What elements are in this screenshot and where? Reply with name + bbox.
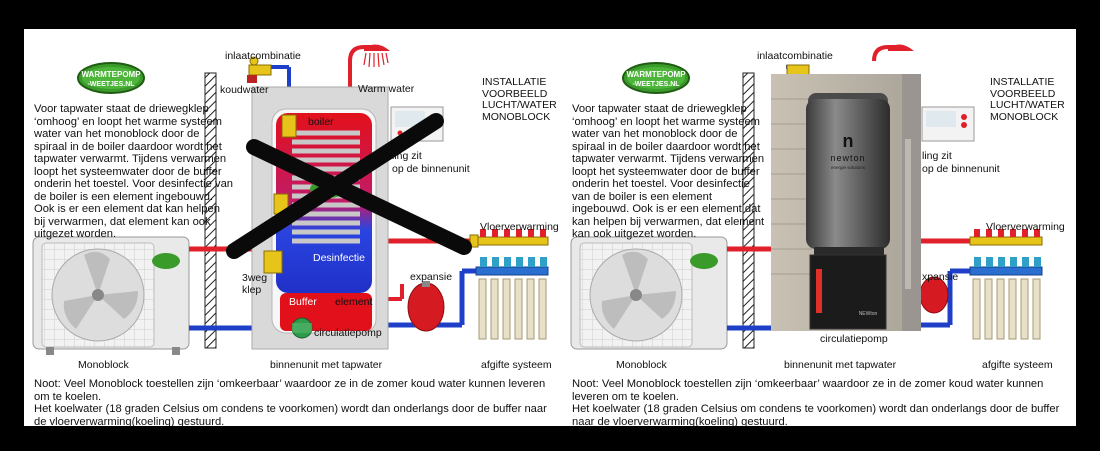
label-warm-water: Warm water (358, 83, 415, 95)
installation-title-line: VOORBEELD (990, 87, 1056, 100)
monoblock-unit (32, 236, 190, 355)
label-klep: klep (242, 284, 261, 296)
inlet-valve (247, 56, 272, 83)
label-circulatiepomp: circulatiepomp (820, 333, 888, 345)
newton-tagline: energie solutions (831, 165, 866, 170)
label-inlaatcombinatie: inlaatcombinatie (225, 50, 301, 62)
label-expansie: xpansie (922, 271, 958, 283)
logo-line1: WARMTEPOMP (81, 70, 141, 79)
installation-title: INSTALLATIE VOORBEELD LUCHT/WATER MONOBL… (482, 76, 557, 123)
diagram-panel-right: n newton energie solutions NEWton inlaat… (562, 29, 1076, 426)
installation-title-line: LUCHT/WATER (990, 99, 1065, 111)
circulation-pump (291, 317, 313, 339)
installation-title-line: LUCHT/WATER (482, 99, 557, 111)
intro-text: Voor tapwater staat de driewegklep ‘omho… (572, 103, 765, 240)
label-vloerverwarming: Vloerverwarming (986, 221, 1065, 233)
label-koudwater: koudwater (220, 84, 269, 96)
label-binnenunit: binnenunit met tapwater (784, 359, 897, 371)
label-vloerverwarming: Vloerverwarming (480, 221, 559, 233)
label-boiler: boiler (308, 116, 334, 128)
label-driewegklep: 3weg (242, 272, 267, 284)
label-monoblock: Monoblock (616, 359, 668, 371)
wall (742, 72, 755, 349)
label-expansie: expansie (410, 271, 452, 283)
logo-line2: -WEETJES.NL (632, 81, 680, 88)
floor-heating-manifold (469, 229, 549, 340)
label-monoblock: Monoblock (78, 359, 130, 371)
label-binnenunit: binnenunit met tapwater (270, 359, 383, 371)
label-circulatiepomp: circulatiepomp (314, 327, 382, 339)
boiler-sensor (281, 114, 297, 138)
logo-line2: -WEETJES.NL (87, 81, 135, 88)
installation-title-line: INSTALLATIE (482, 76, 547, 88)
floor-heating-manifold (969, 229, 1043, 340)
expansion-vessel (407, 281, 445, 332)
inlet-valve (786, 64, 810, 76)
three-way-valve (263, 250, 283, 274)
label-element: element (335, 296, 372, 308)
installation-title-line: MONOBLOCK (482, 110, 551, 123)
shower-icon (872, 44, 914, 62)
newton-logo-glyph: n (843, 131, 854, 151)
label-inlaatcombinatie: inlaatcombinatie (757, 50, 833, 62)
note-text: Noot: Veel Monoblock toestellen zijn ‘om… (34, 378, 554, 426)
label-afgifte: afgifte systeem (982, 359, 1053, 371)
wall (204, 72, 217, 349)
control-display (921, 106, 975, 142)
label-regeling: ling zit (922, 150, 952, 162)
newton-unit-photo: n newton energie solutions NEWton (771, 74, 921, 331)
label-desinfectie: Desinfectie (313, 252, 365, 264)
installation-title-line: MONOBLOCK (990, 110, 1059, 123)
note-line: Noot: Veel Monoblock toestellen zijn ‘om… (572, 378, 1044, 403)
intro-text: Voor tapwater staat de driewegklep ‘omho… (34, 103, 234, 240)
label-regeling: ling zit (392, 150, 422, 162)
note-line: Het koelwater (18 graden Celsius om cond… (572, 403, 1060, 426)
label-regeling-binnenunit: op de binnenunit (922, 163, 1000, 175)
note-line: Het koelwater (18 graden Celsius om cond… (34, 403, 547, 426)
newton-unit-label: NEWton (859, 311, 878, 317)
installation-title: INSTALLATIE VOORBEELD LUCHT/WATER MONOBL… (990, 76, 1065, 123)
installation-title-line: VOORBEELD (482, 87, 548, 100)
newton-brand: newton (830, 153, 865, 163)
warmtepomp-weetjes-logo: WARMTEPOMP -WEETJES.NL (77, 62, 145, 94)
shower-icon (348, 44, 390, 68)
installation-title-line: INSTALLATIE (990, 76, 1055, 88)
diagram-panel-left: inlaatcombinatie koudwater Warm water bo… (24, 29, 562, 426)
installation-diagram: inlaatcombinatie koudwater Warm water bo… (32, 44, 559, 371)
note-line: Noot: Veel Monoblock toestellen zijn ‘om… (34, 378, 546, 403)
installation-diagram-photo: n newton energie solutions NEWton inlaat… (570, 44, 1065, 371)
label-regeling-binnenunit: op de binnenunit (392, 163, 470, 175)
label-afgifte: afgifte systeem (481, 359, 552, 371)
note-text: Noot: Veel Monoblock toestellen zijn ‘om… (572, 378, 1072, 426)
warmtepomp-weetjes-logo: WARMTEPOMP -WEETJES.NL (622, 62, 690, 94)
cross-out-mark (226, 113, 472, 259)
label-buffer: Buffer (289, 296, 317, 308)
monoblock-unit (570, 236, 728, 350)
logo-line1: WARMTEPOMP (626, 70, 686, 79)
